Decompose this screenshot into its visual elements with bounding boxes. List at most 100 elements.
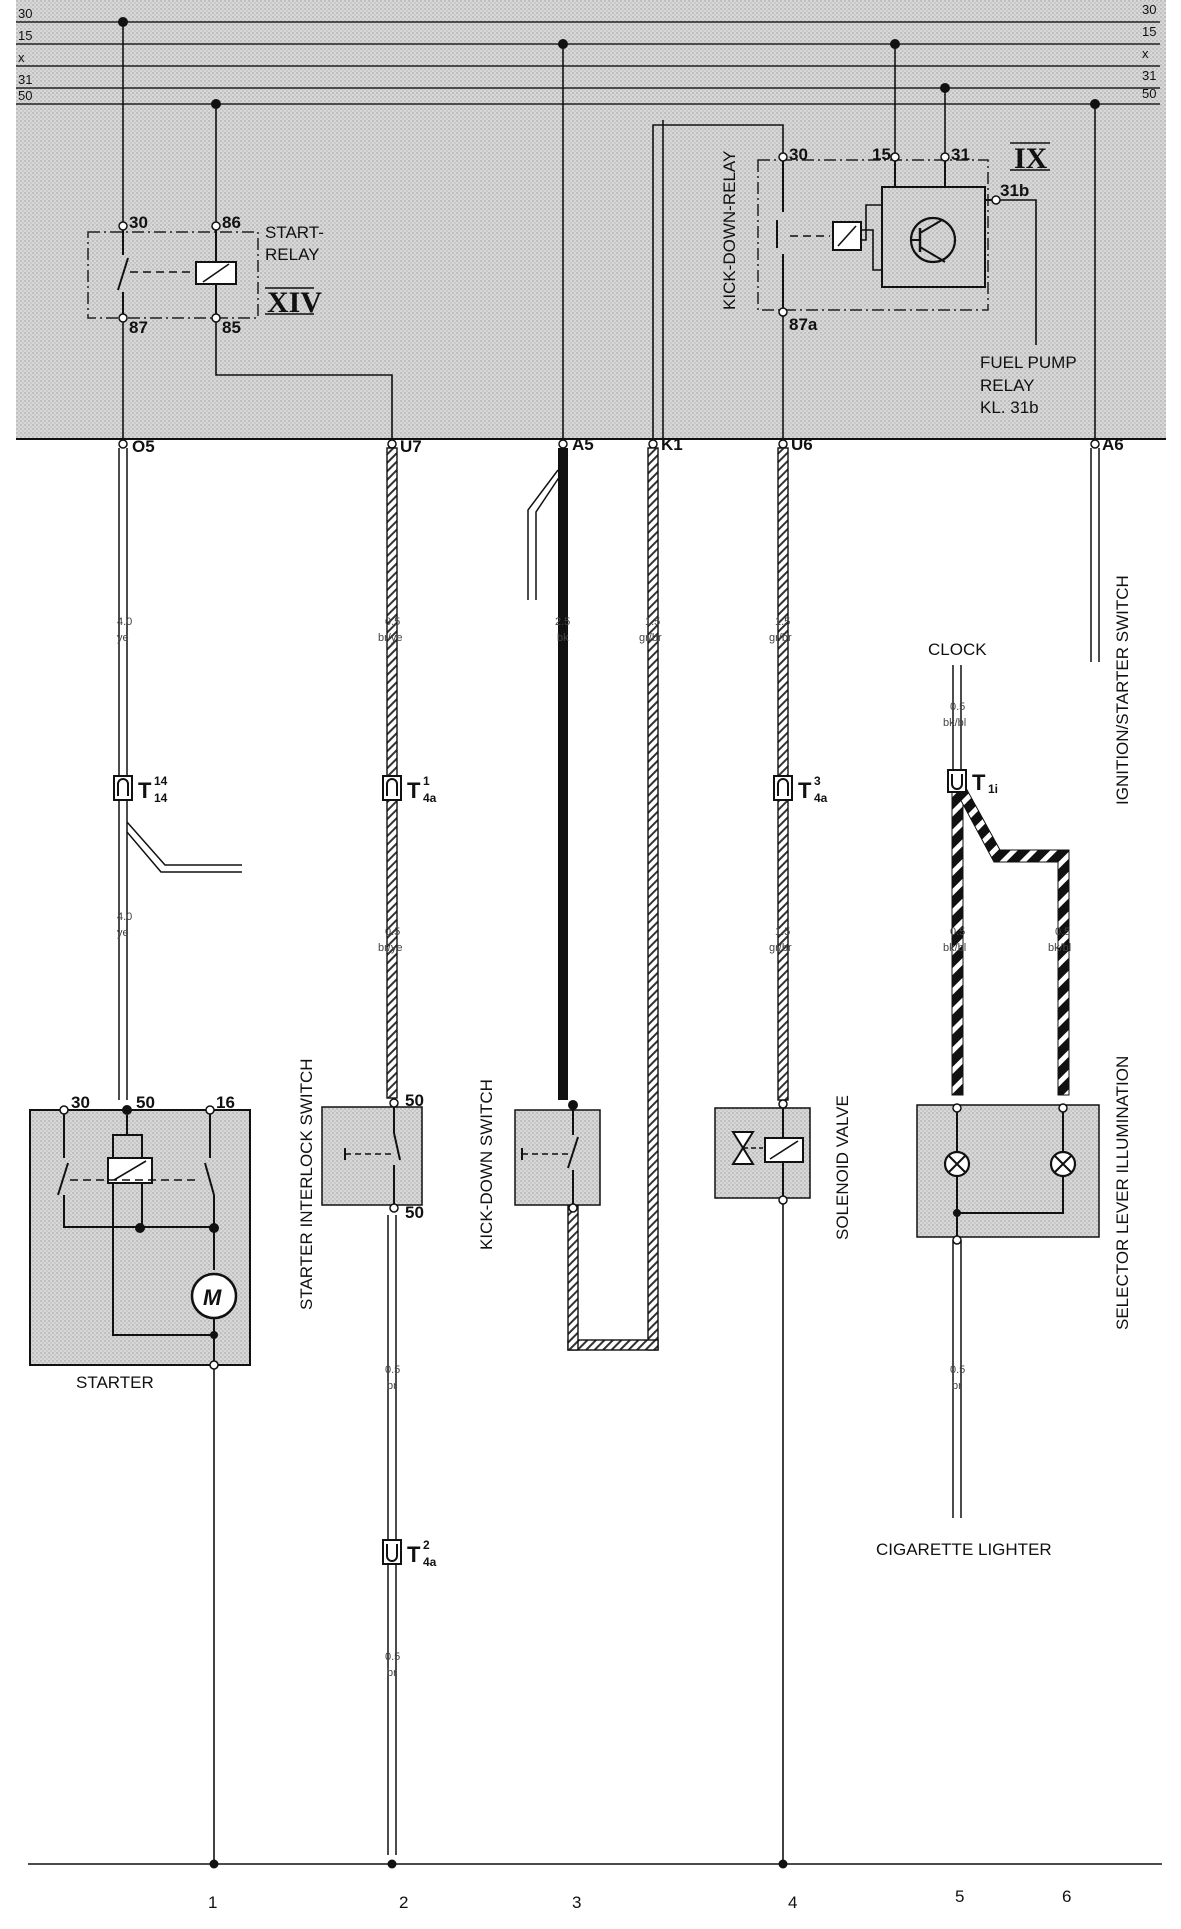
connector-A6: A6 [1102, 435, 1124, 454]
bus-lines [16, 21, 1160, 105]
starter-pin-16: 16 [216, 1093, 235, 1112]
connector-U6: U6 [791, 435, 813, 454]
wire-label-size: 0.5 [1055, 926, 1070, 938]
wire-label-color: br/ye [378, 632, 402, 644]
terminal-t14-sub: 14 [154, 791, 168, 805]
kickdown-switch-label: KICK-DOWN SWITCH [477, 1079, 496, 1250]
wire-label-size: 0.5 [950, 926, 965, 938]
wire-label-size: 2.5 [555, 616, 570, 628]
wire-label-color: bk/bl [943, 717, 966, 729]
starter: M [29, 1105, 251, 1370]
selector-label: SELECTOR LEVER ILLUMINATION [1113, 1056, 1132, 1330]
wire-bkbl-col6 [1057, 849, 1070, 1096]
column-number-5: 5 [955, 1887, 964, 1906]
terminal-t4a2-sub: 4a [423, 1555, 437, 1569]
wire-label-color: gr/br [639, 632, 662, 644]
connector-K1: K1 [661, 435, 683, 454]
connector-O5: O5 [132, 437, 155, 456]
terminal-t4a2-main: T [407, 1542, 421, 1567]
wire-col5-lower [952, 1240, 962, 1518]
wire-label-color: bk/bl [943, 942, 966, 954]
wire-k1 [647, 447, 659, 1351]
wire-col2-lower [387, 1215, 397, 1855]
wire-label-size: 1.5 [775, 926, 790, 938]
interlock-label: STARTER INTERLOCK SWITCH [297, 1058, 316, 1310]
terminal-t14-icon [113, 775, 133, 801]
relay-panel [16, 0, 1166, 439]
bus-label-50-right: 50 [1142, 86, 1156, 101]
start-relay-label-2: RELAY [265, 245, 320, 264]
terminal-t4a1-main: T [407, 778, 421, 803]
wire-label-size: 0.5 [385, 1651, 400, 1663]
start-relay-pin-85: 85 [222, 318, 241, 337]
wire-label-color: br [387, 1380, 397, 1392]
bus-label-30-left: 30 [18, 6, 32, 21]
wire-col1 [118, 448, 242, 1100]
interlock-pin-bottom: 50 [405, 1203, 424, 1222]
solenoid-valve [714, 1099, 811, 1205]
terminal-t1i-icon [947, 769, 967, 793]
wire-label-color: bk [557, 632, 569, 644]
wire-label-size: 0.5 [385, 1364, 400, 1376]
bus-labels-left: 30 15 x 31 50 [18, 6, 32, 103]
wire-a5-black [558, 448, 568, 1100]
wire-label-color: bk/bl [1048, 942, 1071, 954]
column-number-4: 4 [788, 1893, 797, 1912]
bus-label-15-left: 15 [18, 28, 32, 43]
kick-relay-pin-31: 31 [951, 145, 970, 164]
kick-relay-pin-87a: 87a [789, 315, 818, 334]
kick-relay-pin-15: 15 [872, 145, 891, 164]
fuel-pump-label-1: FUEL PUMP [980, 353, 1077, 372]
ground-junctions [209, 1859, 788, 1869]
terminal-t4a3-sub: 4a [814, 791, 828, 805]
wire-labels: 4.0 ye 4.0 ye 0.5 br/ye 0.5 br/ye 0.5 br… [117, 616, 1071, 1679]
wire-label-color: gr/br [769, 942, 792, 954]
starter-interlock-switch [321, 1098, 423, 1213]
bus-label-50-left: 50 [18, 88, 32, 103]
terminal-t14-main: T [138, 778, 152, 803]
column-number-6: 6 [1062, 1887, 1071, 1906]
selector-lever-illumination [916, 1103, 1100, 1245]
terminal-t4a1-icon [382, 775, 402, 801]
wire-label-size: 0.5 [950, 1364, 965, 1376]
fuel-pump-label-2: RELAY [980, 376, 1035, 395]
start-relay-pin-86: 86 [222, 213, 241, 232]
bus-label-15-right: 15 [1142, 24, 1156, 39]
connector-U7: U7 [400, 437, 422, 456]
column-number-3: 3 [572, 1893, 581, 1912]
kick-down-relay [652, 44, 1037, 439]
bus-label-x-right: x [1142, 46, 1149, 61]
bus-label-31-left: 31 [18, 72, 32, 87]
wire-u6 [777, 447, 789, 1101]
terminal-t4a3-main: T [798, 778, 812, 803]
wire-label-size: 0.5 [385, 926, 400, 938]
wire-clock [952, 665, 962, 770]
fuel-pump-label-3: KL. 31b [980, 398, 1039, 417]
wire-kickdown-down [567, 1204, 579, 1351]
connector-points [118, 439, 1100, 449]
kick-down-switch [514, 1100, 601, 1213]
bus-label-30-right: 30 [1142, 2, 1156, 17]
bus-labels-right: 30 15 x 31 50 [1142, 2, 1156, 101]
terminal-t4a1-sub: 4a [423, 791, 437, 805]
kick-relay-label: KICK-DOWN-RELAY [720, 151, 739, 310]
start-relay-label-1: START- [265, 223, 324, 242]
start-relay-pin-87: 87 [129, 318, 148, 337]
column-number-1: 1 [208, 1893, 217, 1912]
wire-label-size: 4.0 [117, 616, 132, 628]
wire-label-size: 1.5 [645, 616, 660, 628]
terminal-t4a2-sup: 2 [423, 1538, 430, 1552]
starter-pin-30: 30 [71, 1093, 90, 1112]
wire-a5-branch [527, 469, 559, 600]
terminal-t1i-sub: 1i [988, 782, 998, 796]
terminal-t1i-main: T [972, 770, 986, 795]
terminal-t4a3-icon [773, 775, 793, 801]
wire-label-color: gr/br [769, 632, 792, 644]
wire-label-size: 1.5 [775, 616, 790, 628]
wire-label-color: br [952, 1380, 962, 1392]
cigarette-lighter-label: CIGARETTE LIGHTER [876, 1540, 1052, 1559]
column-number-2: 2 [399, 1893, 408, 1912]
terminal-t14-sup: 14 [154, 774, 168, 788]
terminal-t4a1-sup: 1 [423, 774, 430, 788]
solenoid-label: SOLENOID VALVE [833, 1095, 852, 1240]
